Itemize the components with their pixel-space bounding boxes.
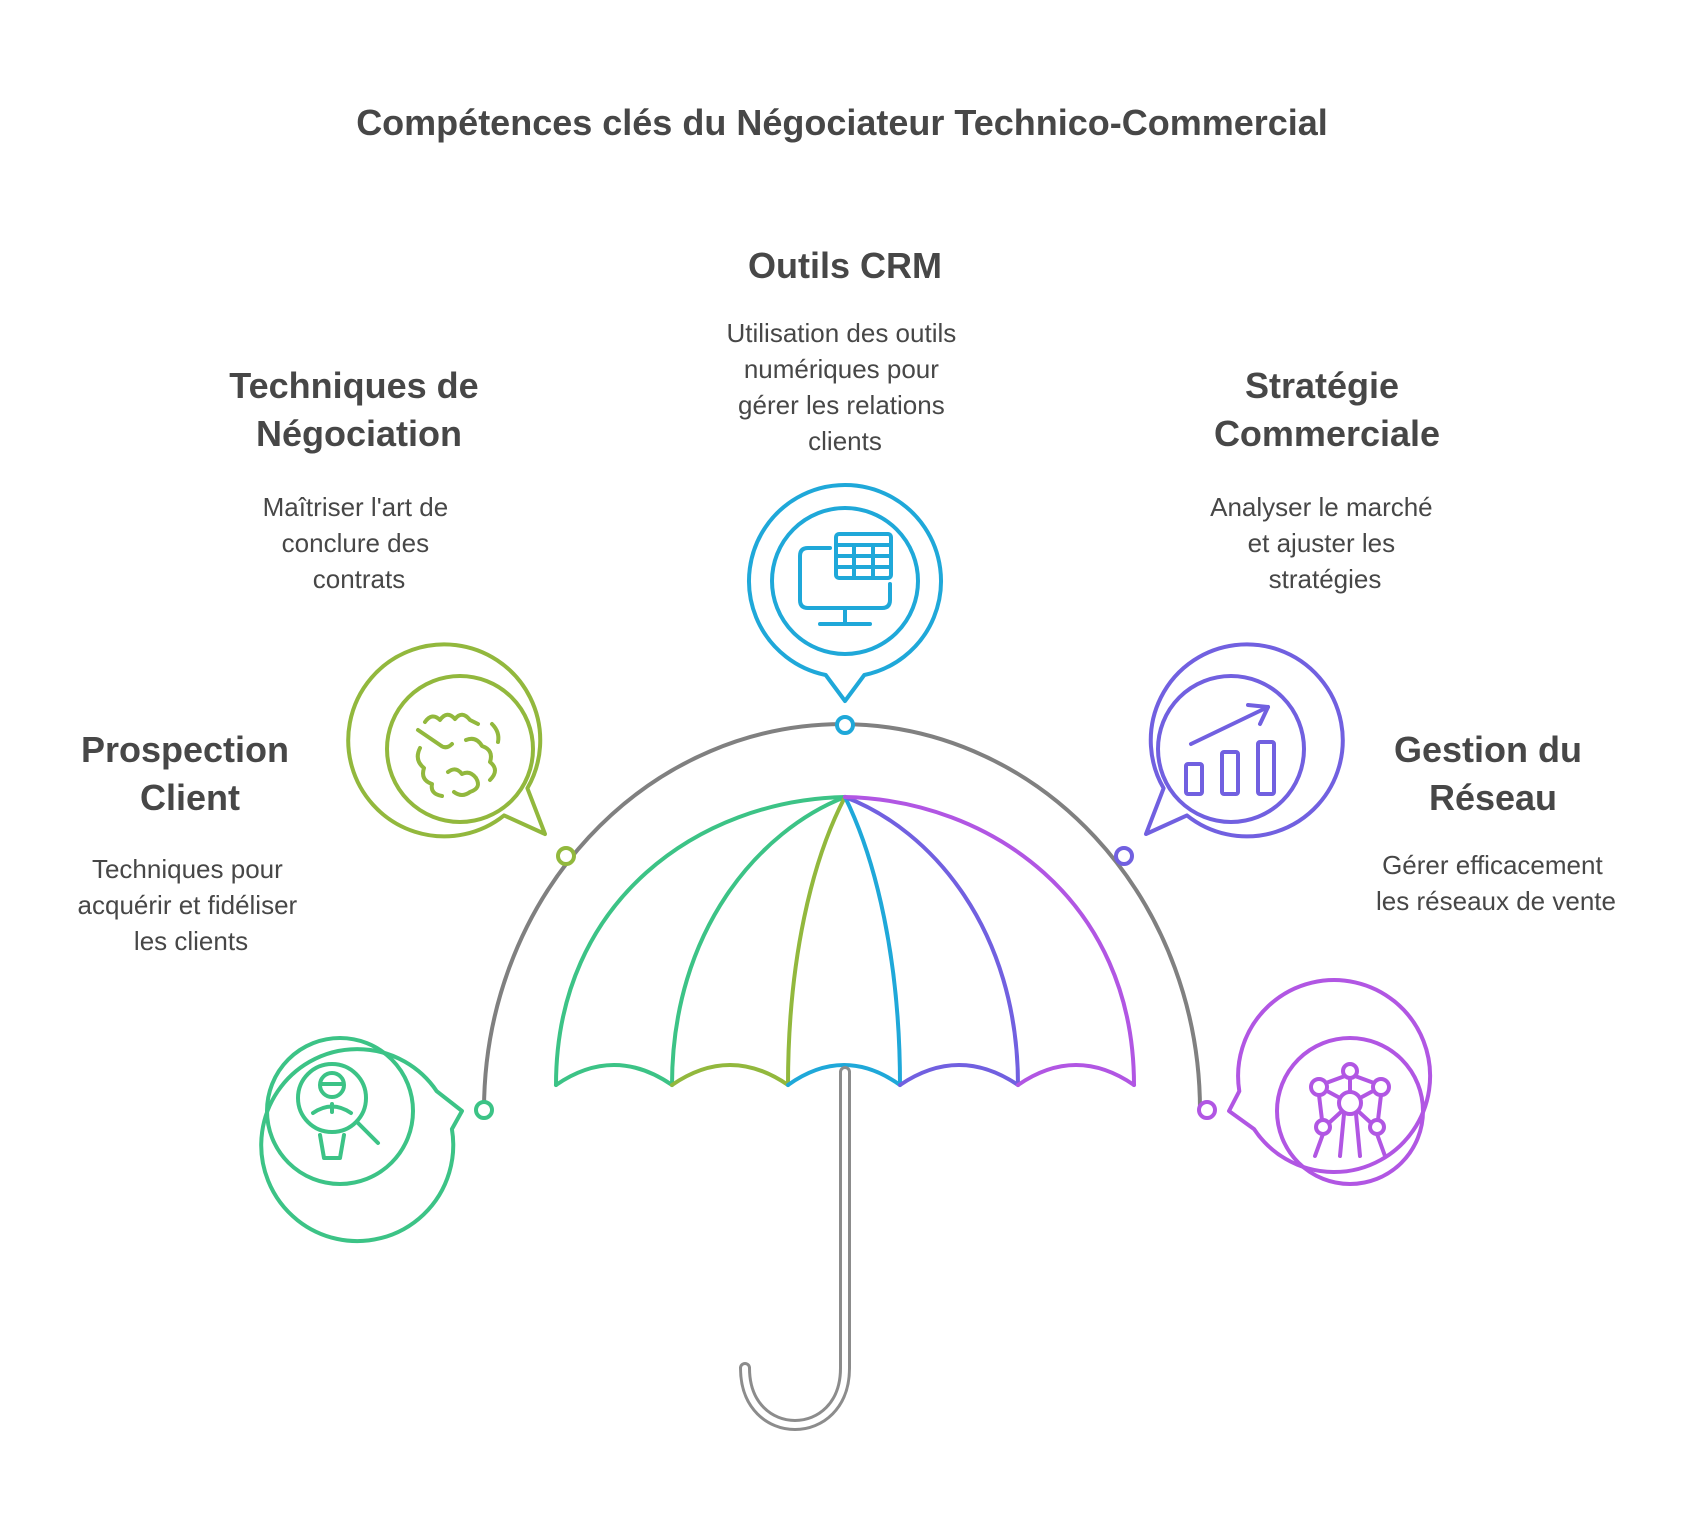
- label-strategie: Stratégie Commerciale Analyser le marché…: [1210, 365, 1440, 594]
- network-nodes-icon: [1309, 1062, 1391, 1158]
- outer-arc: [482, 722, 1202, 1112]
- badge-outer-strategie: [1144, 642, 1345, 839]
- anchor-dot-reseau: [1197, 1100, 1217, 1120]
- label-crm: Outils CRM Utilisation des outils numéri…: [726, 245, 963, 456]
- umbrella-handle-inner: [742, 1069, 848, 1428]
- label-reseau: Gestion du Réseau Gérer efficacement les…: [1376, 729, 1616, 916]
- computer-spreadsheet-icon: [798, 532, 893, 626]
- badge-outer-negociation: [346, 642, 547, 839]
- magnifier-person-icon: [296, 1062, 380, 1160]
- desc-negociation: Maîtriser l'art de conclure des contrats: [263, 492, 456, 594]
- label-negociation: Techniques de Négociation Maîtriser l'ar…: [229, 365, 488, 594]
- umbrella-handle: [739, 1066, 851, 1431]
- canopy-rib-5: [843, 795, 1020, 1087]
- heading-reseau: Gestion du Réseau: [1394, 729, 1592, 818]
- canopy-hem-3: [786, 1063, 902, 1087]
- canopy-hem-4: [898, 1063, 1020, 1087]
- badge-crm: [747, 482, 943, 703]
- canopy-rib-4: [843, 795, 902, 1087]
- heading-negociation: Techniques de Négociation: [229, 365, 488, 454]
- label-prospection: Prospection Client Techniques pour acqué…: [78, 729, 305, 956]
- desc-strategie: Analyser le marché et ajuster les straté…: [1210, 492, 1440, 594]
- desc-prospection: Techniques pour acquérir et fidéliser le…: [78, 854, 305, 956]
- anchor-dot-prospection: [474, 1100, 494, 1120]
- badge-inner-crm: [770, 506, 920, 656]
- canopy-rib-1: [554, 795, 847, 1087]
- badge-outer-crm: [747, 482, 943, 703]
- desc-reseau: Gérer efficacement les réseaux de vente: [1376, 850, 1616, 916]
- anchor-dot-crm: [835, 715, 855, 735]
- canopy-rib-2: [670, 795, 847, 1087]
- canopy-hem-2: [670, 1063, 790, 1087]
- badge-negociation: [346, 642, 547, 839]
- canopy-hem-5: [1016, 1063, 1136, 1087]
- badge-prospection: [259, 1036, 464, 1243]
- growth-chart-icon: [1184, 703, 1276, 796]
- heading-crm: Outils CRM: [748, 245, 942, 286]
- badge-strategie: [1144, 642, 1345, 839]
- anchor-dot-strategie: [1114, 846, 1134, 866]
- heading-strategie: Stratégie Commerciale: [1214, 365, 1440, 454]
- desc-crm: Utilisation des outils numériques pour g…: [726, 318, 963, 456]
- diagram-title: Compétences clés du Négociateur Technico…: [356, 102, 1328, 143]
- badge-inner-strategie: [1156, 674, 1306, 824]
- badge-reseau: [1227, 978, 1433, 1186]
- badge-inner-reseau: [1275, 1036, 1425, 1186]
- canopy-hem-1: [554, 1063, 674, 1087]
- badge-inner-prospection: [265, 1036, 415, 1186]
- badge-outer-reseau: [1227, 978, 1433, 1174]
- badge-inner-negociation: [385, 674, 535, 824]
- heading-prospection: Prospection Client: [81, 729, 299, 818]
- handshake-icon: [415, 712, 501, 798]
- umbrella-canopy: [554, 795, 1136, 1087]
- anchor-dot-negociation: [556, 846, 576, 866]
- canopy-rib-6: [843, 795, 1136, 1087]
- canopy-rib-3: [786, 795, 847, 1087]
